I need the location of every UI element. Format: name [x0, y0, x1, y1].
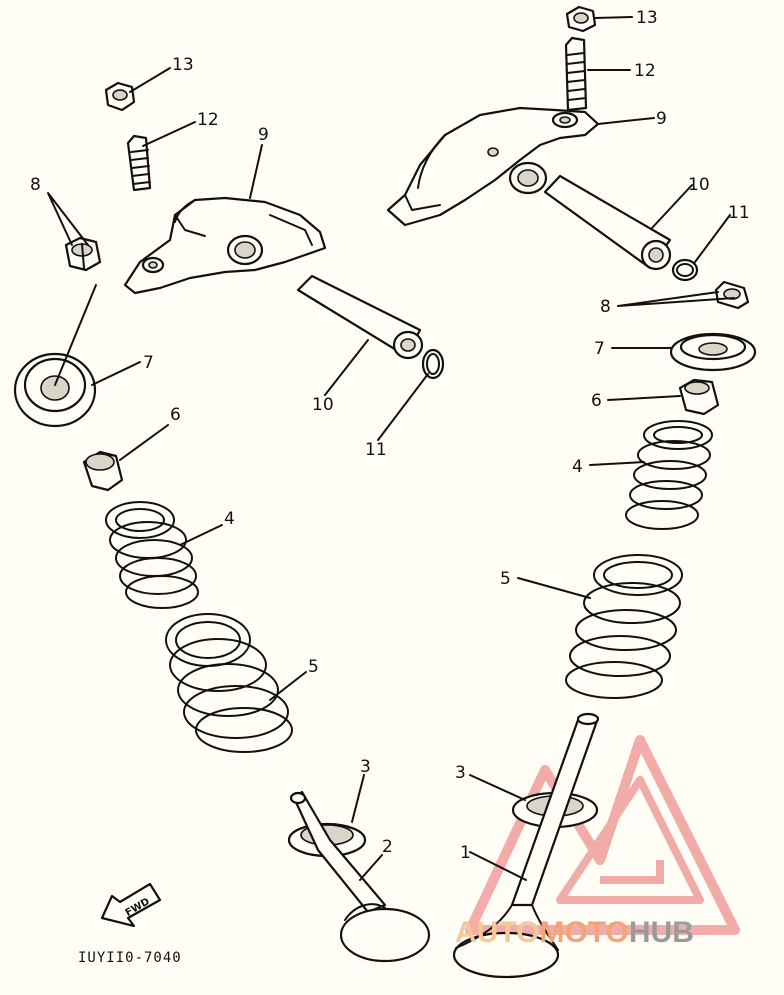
- adjuster-screw-right: [564, 36, 588, 112]
- callout-6-right: 6: [591, 391, 602, 411]
- callout-3-right: 3: [455, 763, 466, 783]
- leader-lines: [47, 16, 735, 881]
- callout-7-left: 7: [143, 353, 154, 373]
- o-ring-left: [421, 348, 445, 380]
- rocker-shaft-right: [543, 174, 672, 271]
- stem-seal-right: [678, 378, 720, 416]
- stem-seal-left: [82, 450, 124, 492]
- callout-4-right: 4: [572, 457, 583, 477]
- cotters-right: [714, 280, 750, 310]
- callout-6-left: 6: [170, 405, 181, 425]
- callout-8-right: 8: [600, 297, 611, 317]
- inner-spring-left: [105, 501, 199, 609]
- o-ring-right: [671, 258, 699, 282]
- callout-9-right: 9: [656, 109, 667, 129]
- callout-5-left: 5: [308, 657, 319, 677]
- callout-1: 1: [460, 843, 471, 863]
- rocker-arm-left: [123, 196, 327, 295]
- callout-8-left: 8: [30, 175, 41, 195]
- callout-labels: 13 12 9 8 7 6 4 5 10 11 3 2 13 12 9 10 1…: [30, 8, 750, 863]
- svg-text:AUTOMOTOHUB: AUTOMOTOHUB: [455, 916, 694, 949]
- nut-left: [104, 81, 136, 112]
- nut-right: [565, 5, 597, 33]
- watermark-part-c: HUB: [629, 916, 694, 949]
- callout-7-right: 7: [594, 339, 605, 359]
- callout-3-left: 3: [360, 757, 371, 777]
- callout-13-left: 13: [172, 55, 194, 75]
- callout-11-right: 11: [728, 203, 750, 223]
- outer-spring-right: [565, 554, 683, 699]
- drawing-code: IUYII0-7040: [78, 950, 182, 966]
- callout-10-left: 10: [312, 395, 334, 415]
- callout-11-left: 11: [365, 440, 387, 460]
- adjuster-screw-left: [126, 134, 152, 192]
- valve-left: [289, 790, 431, 963]
- watermark-part-a: AUTO: [455, 916, 539, 949]
- retainer-right: [669, 332, 757, 372]
- callout-9-left: 9: [258, 125, 269, 145]
- retainer-left: [13, 352, 97, 428]
- watermark-part-b: MOTO: [539, 916, 628, 949]
- callout-10-right: 10: [688, 175, 710, 195]
- valve-right: [452, 712, 600, 979]
- inner-spring-right: [625, 420, 713, 530]
- callout-12-left: 12: [197, 110, 219, 130]
- watermark-text: AUTOMOTOHUB: [455, 916, 694, 949]
- callout-12-right: 12: [634, 61, 656, 81]
- callout-2: 2: [382, 837, 393, 857]
- cotters-left: [64, 236, 102, 272]
- fwd-arrow-icon: FWD: [100, 882, 162, 928]
- callout-5-right: 5: [500, 569, 511, 589]
- rocker-arm-right: [386, 106, 600, 227]
- outer-spring-left: [165, 613, 293, 753]
- rocker-shaft-left: [296, 274, 424, 360]
- watermark-logo: [465, 735, 740, 935]
- callout-13-right: 13: [636, 8, 658, 28]
- callout-4-left: 4: [224, 509, 235, 529]
